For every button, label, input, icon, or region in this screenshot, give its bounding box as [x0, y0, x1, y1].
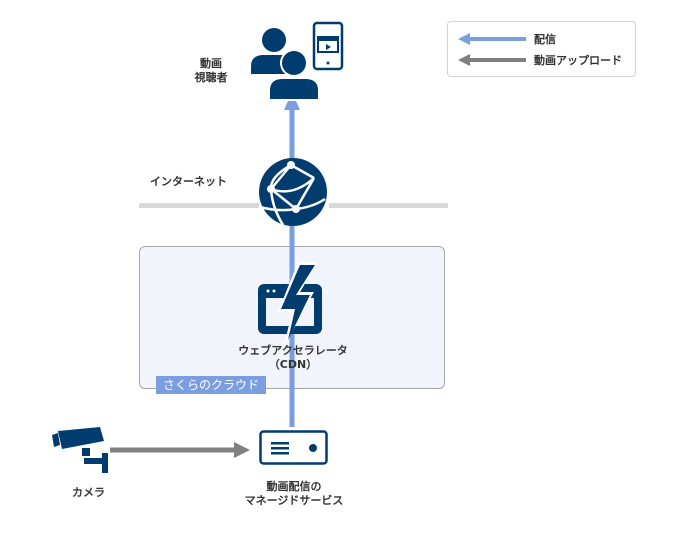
users-icon	[251, 28, 320, 101]
service-label: 動画配信の マネージドサービス	[204, 480, 384, 508]
cdn-label-line2: （CDN）	[268, 358, 318, 371]
service-label-line1: 動画配信の	[266, 480, 322, 493]
security-camera-icon	[52, 427, 108, 473]
internet-boundary-line-left	[139, 203, 259, 208]
legend-item-delivery: 配信	[458, 31, 556, 47]
viewers-label-line2: 視聴者	[194, 71, 228, 84]
upload-flow-arrow	[110, 442, 250, 458]
legend-label: 配信	[534, 33, 556, 46]
server-icon	[259, 430, 328, 465]
delivery-arrow-icon	[458, 33, 526, 45]
viewers-label-line1: 動画	[200, 57, 222, 70]
sakura-cloud-tag: さくらのクラウド	[156, 376, 266, 394]
legend-item-upload: 動画アップロード	[458, 52, 622, 68]
viewers-label: 動画 視聴者	[186, 57, 236, 85]
globe-network-icon	[259, 158, 327, 226]
internet-boundary-line-right	[329, 203, 448, 208]
service-label-line2: マネージドサービス	[244, 494, 344, 507]
camera-label: カメラ	[72, 486, 105, 499]
cdn-label-line1: ウェブアクセラレータ	[238, 344, 348, 357]
cdn-label: ウェブアクセラレータ （CDN）	[203, 344, 383, 372]
tablet-video-icon	[312, 21, 344, 71]
web-accelerator-icon	[258, 262, 322, 346]
internet-label: インターネット	[150, 175, 227, 188]
legend: 配信 動画アップロード	[447, 21, 636, 77]
delivery-flow-arrow	[284, 92, 300, 427]
legend-label: 動画アップロード	[534, 54, 622, 67]
upload-arrow-icon	[458, 54, 526, 66]
